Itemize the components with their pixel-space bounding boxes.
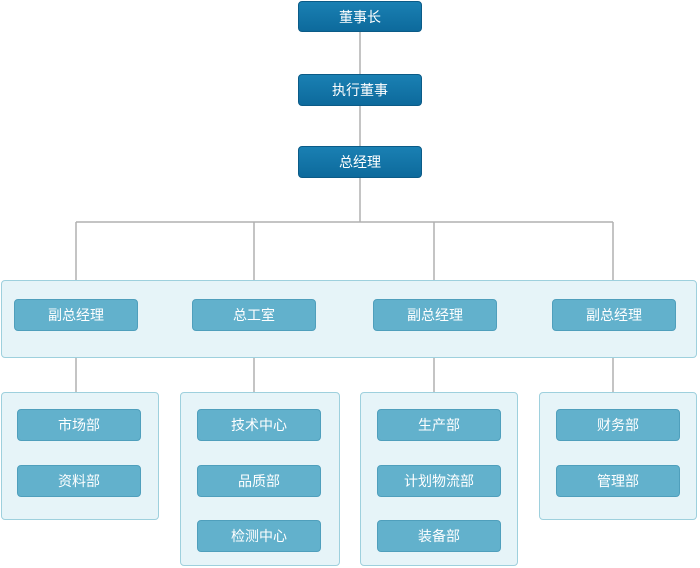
- node-unit-testing-center: 检测中心: [197, 520, 321, 552]
- node-general-manager: 总经理: [298, 146, 422, 178]
- node-branch-3-head: 副总经理: [373, 299, 497, 331]
- node-branch-4-head: 副总经理: [552, 299, 676, 331]
- node-unit-equipment: 装备部: [377, 520, 501, 552]
- node-unit-market: 市场部: [17, 409, 141, 441]
- node-branch-1-head: 副总经理: [14, 299, 138, 331]
- node-unit-production: 生产部: [377, 409, 501, 441]
- node-unit-tech-center: 技术中心: [197, 409, 321, 441]
- node-executive-director: 执行董事: [298, 74, 422, 106]
- node-unit-administration: 管理部: [556, 465, 680, 497]
- node-unit-planning-logistics: 计划物流部: [377, 465, 501, 497]
- node-branch-2-head: 总工室: [192, 299, 316, 331]
- node-unit-documents: 资料部: [17, 465, 141, 497]
- node-unit-finance: 财务部: [556, 409, 680, 441]
- node-chairman: 董事长: [298, 1, 422, 32]
- node-unit-quality: 品质部: [197, 465, 321, 497]
